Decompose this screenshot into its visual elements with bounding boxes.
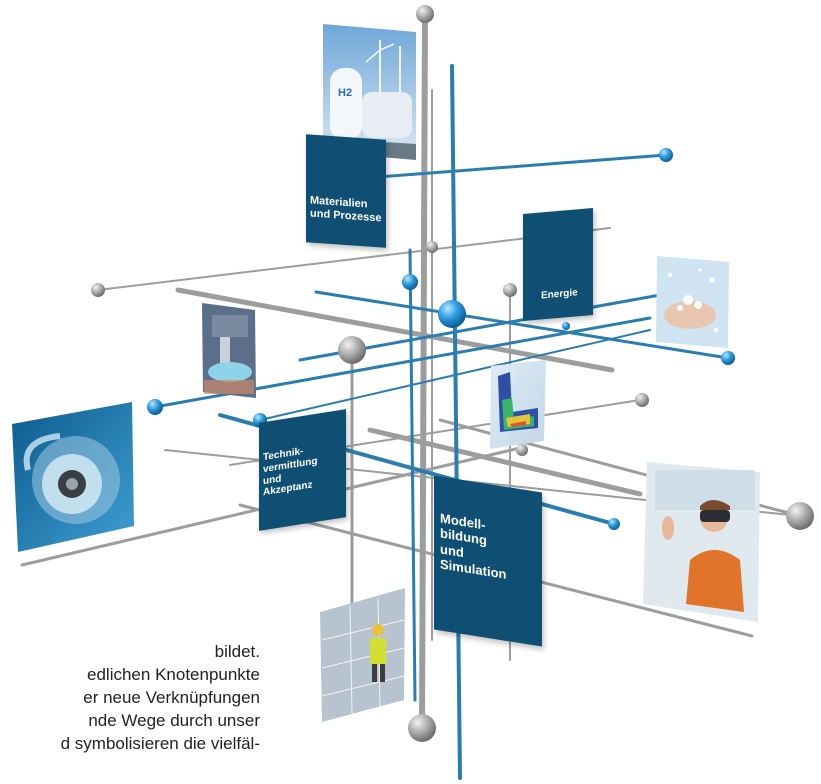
gray-node <box>635 393 649 407</box>
paragraph-line: bildet. <box>214 642 260 661</box>
paragraph-line: edlichen Knotenpunkte <box>87 665 260 684</box>
node-label: Materialien und Prozesse <box>310 194 382 225</box>
vr-headset-woman-photo <box>643 462 760 622</box>
paragraph-line: er neue Verknüpfungen <box>83 688 260 707</box>
gray-node <box>426 241 438 253</box>
gray-node <box>786 502 814 530</box>
blue-rod <box>408 248 417 702</box>
blue-node <box>721 351 735 365</box>
blue-nodes <box>147 148 735 530</box>
tank-shape <box>330 68 362 140</box>
blue-node <box>562 322 570 330</box>
gray-rod <box>367 427 643 497</box>
h2-badge: H2 <box>338 87 352 99</box>
paragraph-line: nde Wege durch unser <box>88 711 260 730</box>
gray-node <box>338 336 366 364</box>
lab-machine-photo <box>202 303 256 398</box>
gray-node <box>516 444 528 456</box>
node-materialien-und-prozesse: Materialien und Prozesse <box>306 134 386 248</box>
gray-node <box>503 283 517 297</box>
node-label: Energie <box>541 287 578 302</box>
node-technikvermittlung-und-akzeptanz: Technik- vermittlung und Akzeptanz <box>259 409 346 531</box>
gray-node <box>416 5 434 23</box>
blue-node <box>608 518 620 530</box>
blue-node <box>659 148 673 162</box>
gray-node <box>91 283 105 297</box>
paragraph-line: d symbolisieren die vielfäl- <box>60 734 260 753</box>
node-energie: Energie <box>523 207 593 322</box>
blue-node <box>147 399 163 415</box>
gray-nodes <box>91 5 814 742</box>
main-gray-pole <box>419 11 428 731</box>
blue-node <box>438 300 466 328</box>
solar-worker-photo <box>320 588 405 722</box>
background-paragraph: bildet. edlichen Knotenpunkte er neue Ve… <box>0 640 260 755</box>
node-label: Modell- bildung und Simulation <box>440 510 507 582</box>
blue-node <box>402 274 418 290</box>
water-droplets-hand-photo <box>656 256 729 348</box>
simulation-plot-photo <box>490 360 546 449</box>
blue-rods <box>153 64 730 780</box>
gray-rod <box>175 287 615 373</box>
node-label: Technik- vermittlung und Akzeptanz <box>263 445 318 499</box>
blue-rod <box>363 153 668 180</box>
turbocharger-render <box>12 402 134 552</box>
main-blue-pole <box>450 64 462 780</box>
gray-node <box>408 714 436 742</box>
node-modellbildung-und-simulation: Modell- bildung und Simulation <box>434 475 542 647</box>
blue-rod <box>314 290 730 360</box>
